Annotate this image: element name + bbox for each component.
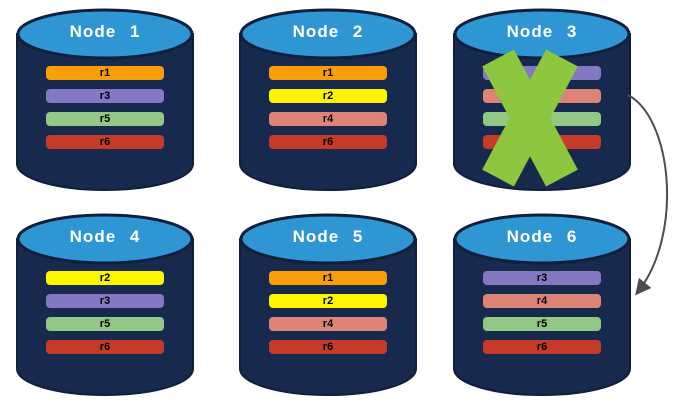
replica-bar: r6 — [46, 340, 164, 354]
replica-bar: r4 — [483, 294, 601, 308]
node-title: Node 2 — [292, 22, 364, 41]
cylinder-top — [239, 213, 417, 265]
node-title: Node 4 — [69, 227, 141, 246]
replica-bar: r4 — [269, 112, 387, 126]
node-title: Node 6 — [506, 227, 578, 246]
replica-bar: r6 — [46, 135, 164, 149]
replica-bar — [483, 112, 601, 126]
replica-list: r3 r4 r5 r6 — [483, 271, 601, 354]
replica-bar: r3 — [46, 89, 164, 103]
replica-list: r1 r3 r5 r6 — [46, 66, 164, 149]
replica-bar: r5 — [46, 317, 164, 331]
replica-bar: r6 — [483, 340, 601, 354]
replica-bar: r1 — [269, 66, 387, 80]
replica-bar: r4 — [269, 317, 387, 331]
replica-list: r2 r3 r5 r6 — [46, 271, 164, 354]
node-6: Node 6 r3 r4 r5 r6 — [452, 213, 632, 397]
cylinder-top — [239, 8, 417, 60]
replica-bar: r3 — [46, 294, 164, 308]
replica-bar: r2 — [269, 89, 387, 103]
replica-bar: r2 — [269, 294, 387, 308]
node-title: Node 3 — [506, 22, 578, 41]
replica-bar: r6 — [269, 135, 387, 149]
replica-list: r1 r2 r4 r6 — [269, 66, 387, 149]
replica-bar — [483, 89, 601, 103]
replica-bar: r5 — [483, 317, 601, 331]
node-title: Node 5 — [292, 227, 364, 246]
replica-bar: r1 — [269, 271, 387, 285]
node-5: Node 5 r1 r2 r4 r6 — [238, 213, 418, 397]
node-3: Node 3 r3 — [452, 8, 632, 192]
replica-bar: r1 — [46, 66, 164, 80]
node-1: Node 1 r1 r3 r5 r6 — [15, 8, 195, 192]
replica-bar: r2 — [46, 271, 164, 285]
replica-bar: r3 — [483, 271, 601, 285]
node-4: Node 4 r2 r3 r5 r6 — [15, 213, 195, 397]
replica-list: r1 r2 r4 r6 — [269, 271, 387, 354]
node-title: Node 1 — [69, 22, 141, 41]
replica-bar: r6 — [269, 340, 387, 354]
cylinder-top — [16, 8, 194, 60]
cylinder-top — [16, 213, 194, 265]
replica-list: r3 — [483, 66, 601, 149]
node-2: Node 2 r1 r2 r4 r6 — [238, 8, 418, 192]
replica-bar — [483, 135, 601, 149]
replica-bar: r3 — [483, 66, 601, 80]
replica-bar: r5 — [46, 112, 164, 126]
